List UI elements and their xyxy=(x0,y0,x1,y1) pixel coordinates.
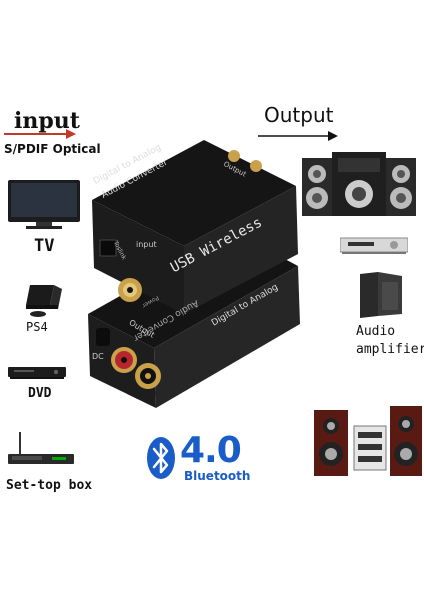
amplifier-image xyxy=(360,272,402,318)
dvd-image xyxy=(8,367,66,379)
output-arrow xyxy=(258,131,338,141)
converter-bottom-dc: DC xyxy=(92,352,104,361)
input-subtitle: S/PDIF Optical xyxy=(4,142,101,156)
converter-devices-image xyxy=(88,140,300,408)
amplifier-label-line1: Audio xyxy=(356,324,396,339)
amplifier-label-line2: amplifier xyxy=(356,342,424,357)
converter-top-input: input xyxy=(136,240,157,249)
bluetooth-label: Bluetooth xyxy=(184,469,251,483)
settop-image xyxy=(8,432,74,464)
receiver-image xyxy=(340,237,408,254)
speaker-system-image xyxy=(302,152,416,216)
converter-top xyxy=(92,140,298,314)
hifi-system-image xyxy=(314,406,422,476)
tv-label: TV xyxy=(34,236,55,256)
settop-label: Set-top box xyxy=(6,478,93,493)
output-title: Output xyxy=(264,103,334,127)
dvd-label: DVD xyxy=(28,386,52,401)
bluetooth-version: 4.0 xyxy=(180,430,242,471)
tv-image xyxy=(8,180,80,229)
input-arrow xyxy=(4,129,76,139)
input-title: input xyxy=(14,108,80,134)
ps4-label: PS4 xyxy=(26,320,48,334)
ps4-image xyxy=(26,285,62,317)
bluetooth-icon xyxy=(147,437,175,479)
